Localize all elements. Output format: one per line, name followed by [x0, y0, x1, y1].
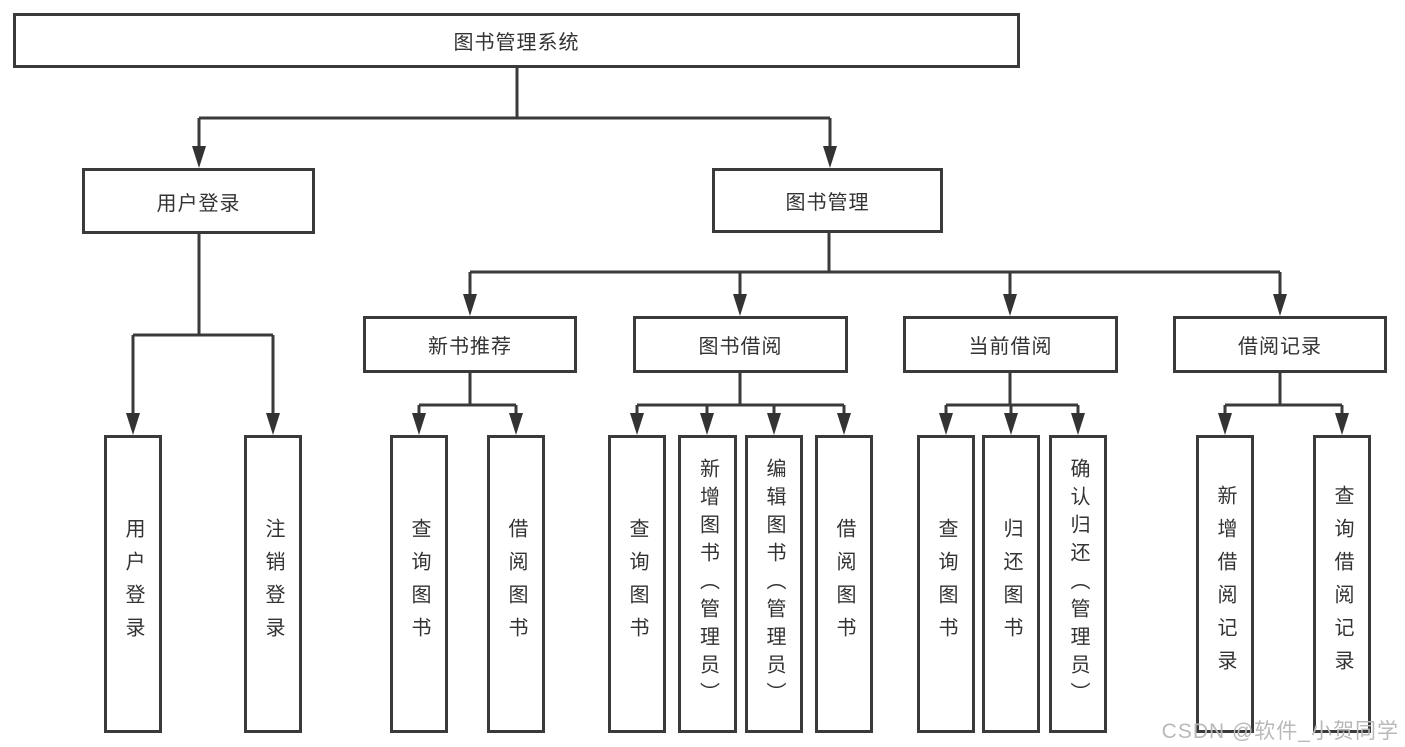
arrowhead-book-borrow-split [630, 413, 851, 435]
connector-borrow-records-split [1223, 373, 1344, 421]
leaf-return-books: 归还图书 [982, 435, 1040, 733]
arrowhead-borrow-records-split [1218, 413, 1349, 435]
leaf-query-borrow-record: 查询借阅记录 [1313, 435, 1371, 733]
leaf-logout: 注销登录 [244, 435, 302, 733]
connector-root-split [197, 68, 832, 152]
arrowhead-user-login-split [126, 413, 280, 435]
connector-user-login-split [131, 234, 275, 421]
leaf-borrow-books-recommend: 借阅图书 [487, 435, 545, 733]
leaf-query-books-recommend: 查询图书 [390, 435, 448, 733]
arrowhead-new-book-split [412, 413, 523, 435]
leaf-edit-books-admin: 编辑图书（管理员） [745, 435, 803, 733]
node-library-management-system: 图书管理系统 [13, 13, 1020, 68]
arrowhead-book-management-split [463, 294, 1287, 316]
node-book-management: 图书管理 [712, 168, 943, 233]
arrowhead-current-borrow-split [939, 413, 1085, 435]
node-current-borrow: 当前借阅 [903, 316, 1118, 373]
node-book-borrow: 图书借阅 [633, 316, 848, 373]
leaf-user-login: 用户登录 [104, 435, 162, 733]
node-new-book-recommend: 新书推荐 [363, 316, 577, 373]
connector-new-book-split [417, 373, 518, 421]
leaf-borrow-books: 借阅图书 [815, 435, 873, 733]
csdn-watermark: CSDN @软件_小贺同学 [1161, 720, 1399, 743]
leaf-query-books-current: 查询图书 [917, 435, 975, 733]
leaf-add-books-admin: 新增图书（管理员） [678, 435, 737, 733]
arrowhead-root-split [192, 146, 837, 168]
connector-book-borrow-split [635, 373, 846, 421]
connector-book-management-split [468, 233, 1282, 302]
node-borrow-records: 借阅记录 [1173, 316, 1387, 373]
leaf-confirm-return-admin: 确认归还（管理员） [1049, 435, 1107, 733]
leaf-add-borrow-record: 新增借阅记录 [1196, 435, 1254, 733]
node-user-login: 用户登录 [82, 168, 315, 234]
leaf-query-books-borrow: 查询图书 [608, 435, 666, 733]
